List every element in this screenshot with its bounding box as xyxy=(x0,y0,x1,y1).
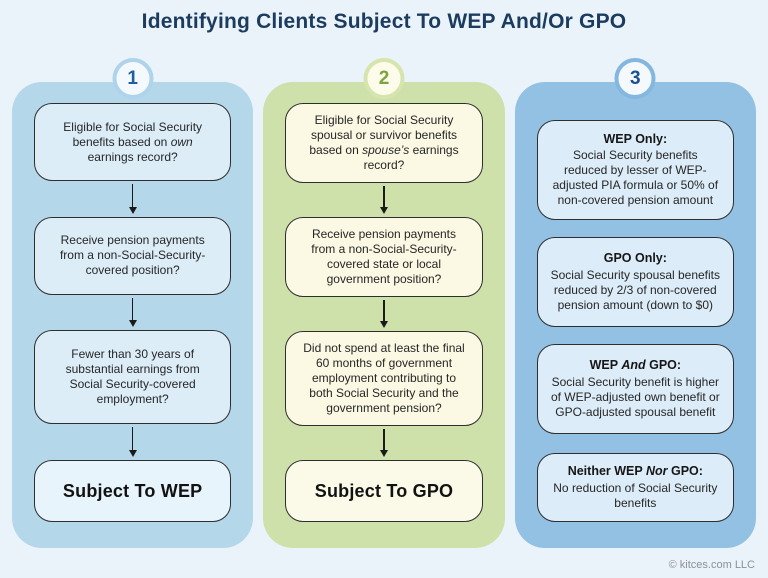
gpo-question-final-60-months: Did not spend at least the final 60 mont… xyxy=(285,331,483,426)
arrow-down-icon xyxy=(379,426,388,460)
question-text: Did not spend at least the final 60 mont… xyxy=(303,341,465,415)
text-segment: WEP Only: xyxy=(603,131,668,146)
wep-result-box: Subject To WEP xyxy=(34,460,232,523)
gpo-result-box: Subject To GPO xyxy=(285,460,483,522)
step-badge-1: 1 xyxy=(112,58,154,99)
outcome-box-wep-and-gpo: WEP And GPO: Social Security benefit is … xyxy=(536,344,734,434)
result-text: Subject To WEP xyxy=(62,480,203,501)
wep-question-pension: Receive pension payments from a non-Soci… xyxy=(34,216,232,295)
step-number-2: 2 xyxy=(378,67,390,89)
outcome-body: No reduction of Social Security benefits xyxy=(553,481,718,510)
column-wep-flow: 1 Eligible for Social Security benefits … xyxy=(12,58,254,548)
text-segment: earnings record? xyxy=(363,143,459,172)
outcome-box-wep-only: WEP Only: Social Security benefits reduc… xyxy=(536,120,734,220)
gpo-question-eligibility: Eligible for Social Security spousal or … xyxy=(285,103,483,183)
step-badge-3: 3 xyxy=(614,58,656,99)
column-outcomes: 3 WEP Only: Social Security benefits red… xyxy=(514,58,756,548)
outcome-title: WEP Only: xyxy=(603,132,667,148)
step-number-1: 1 xyxy=(127,67,138,89)
question-text: Receive pension payments from a non-Soci… xyxy=(59,233,206,278)
text-segment: GPO Only: xyxy=(603,251,667,266)
outcome-title: GPO Only: xyxy=(604,251,667,267)
emphasis-text: spouse’s xyxy=(362,143,410,157)
step-badge-2: 2 xyxy=(363,58,405,99)
outcome-box-neither: Neither WEP Nor GPO: No reduction of Soc… xyxy=(536,453,734,522)
outcome-title: Neither WEP Nor GPO: xyxy=(568,464,703,480)
page-title: Identifying Clients Subject To WEP And/O… xyxy=(141,10,627,33)
outcome-body: Social Security benefit is higher of WEP… xyxy=(550,374,720,419)
arrow-down-icon xyxy=(128,181,137,217)
question-text: Eligible for Social Security spousal or … xyxy=(300,113,467,173)
arrow-down-icon xyxy=(379,297,388,331)
arrow-down-icon xyxy=(128,424,137,460)
arrow-down-icon xyxy=(128,295,137,331)
question-text: Receive pension payments from a non-Soci… xyxy=(311,227,457,286)
emphasis-text: own xyxy=(170,134,193,149)
wep-question-eligibility: Eligible for Social Security benefits ba… xyxy=(34,103,232,181)
columns-container: 1 Eligible for Social Security benefits … xyxy=(12,58,756,548)
copyright-credit: © kitces.com LLC xyxy=(668,559,755,571)
gpo-question-pension: Receive pension payments from a non-Soci… xyxy=(285,217,483,297)
outcome-box-gpo-only: GPO Only: Social Security spousal benefi… xyxy=(536,237,734,327)
text-segment: earnings record? xyxy=(87,149,178,164)
text-segment: Eligible for Social Security benefits ba… xyxy=(63,119,203,149)
outcome-body: Social Security spousal benefits reduced… xyxy=(550,267,721,312)
text-segment: WEP xyxy=(589,358,622,373)
column-gpo-flow: 2 Eligible for Social Security spousal o… xyxy=(263,58,505,548)
text-segment: GPO: xyxy=(667,464,703,479)
emphasis-text: Nor xyxy=(645,464,668,479)
wep-question-substantial-earnings: Fewer than 30 years of substantial earni… xyxy=(34,330,232,425)
question-text: Fewer than 30 years of substantial earni… xyxy=(65,347,200,407)
emphasis-text: And xyxy=(621,358,646,373)
outcome-title: WEP And GPO: xyxy=(590,358,681,374)
result-text: Subject To GPO xyxy=(314,480,454,501)
question-text: Eligible for Social Security benefits ba… xyxy=(49,120,216,165)
step-number-3: 3 xyxy=(630,67,641,89)
text-segment: GPO: xyxy=(645,358,682,373)
arrow-down-icon xyxy=(379,183,388,217)
outcome-body: Social Security benefits reduced by less… xyxy=(552,148,719,208)
text-segment: Neither WEP xyxy=(567,464,646,479)
text-segment: Eligible for Social Security spousal or … xyxy=(309,113,458,157)
